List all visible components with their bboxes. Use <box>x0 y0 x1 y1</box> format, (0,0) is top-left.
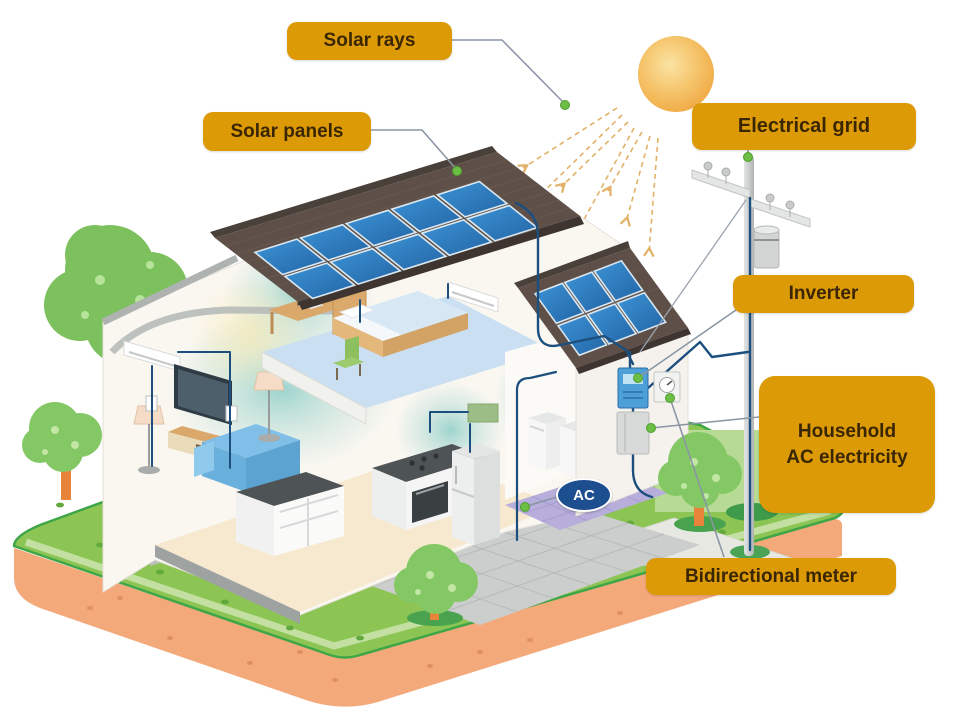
ac-current-badge: AC <box>556 478 612 512</box>
wall-socket <box>225 405 238 422</box>
fridge <box>451 443 500 545</box>
sofa <box>194 424 300 492</box>
main-roof <box>210 146 584 310</box>
label-bidirectional-meter-text: Bidirectional meter <box>684 565 858 587</box>
transformer <box>753 225 780 269</box>
cross-arm-upper <box>691 169 751 199</box>
living-floor-edge <box>155 545 300 624</box>
tree-bottom <box>394 544 478 626</box>
label-bidirectional-meter: Bidirectional meter <box>646 558 896 595</box>
lower-cabinets <box>236 472 344 556</box>
tree-right <box>658 432 742 532</box>
cross-arm-lower <box>747 197 811 228</box>
tree-small-left <box>22 402 102 500</box>
label-household-ac-line1: Household <box>797 420 897 442</box>
kitchen <box>236 403 500 556</box>
ac-badge-text: AC <box>573 486 595 504</box>
label-solar-rays-text: Solar rays <box>323 30 416 52</box>
sun-rays <box>517 107 659 258</box>
label-household-ac: Household AC electricity <box>759 376 935 513</box>
upstairs <box>261 274 552 425</box>
label-household-ac-line2: AC electricity <box>786 446 908 468</box>
label-electrical-grid-text: Electrical grid <box>737 115 871 137</box>
insulators <box>703 161 795 217</box>
distribution-box <box>616 411 650 455</box>
upstairs-slab-edge <box>261 351 367 425</box>
soil-side <box>14 519 843 707</box>
label-solar-panels: Solar panels <box>203 112 371 151</box>
tv <box>174 364 232 425</box>
label-electrical-grid: Electrical grid <box>692 103 916 150</box>
service-wire <box>639 199 747 353</box>
wall-cabinet <box>467 403 499 423</box>
leader-dots <box>452 100 753 512</box>
secondary-roof <box>514 241 691 374</box>
sun <box>638 36 714 112</box>
label-solar-rays: Solar rays <box>287 22 452 60</box>
soil-speckles <box>87 558 788 682</box>
chair <box>333 336 364 380</box>
secondary-solar-array <box>533 259 667 357</box>
leader-lines <box>371 39 760 558</box>
main-solar-array <box>253 180 539 300</box>
upstairs-floor <box>262 296 552 408</box>
ceiling-curve <box>109 306 426 355</box>
left-wall-cap <box>101 254 239 326</box>
wires <box>151 196 752 552</box>
label-inverter: Inverter <box>733 275 914 313</box>
stove-counter <box>372 444 486 530</box>
label-inverter-text: Inverter <box>788 283 859 305</box>
label-solar-panels-text: Solar panels <box>230 120 344 142</box>
